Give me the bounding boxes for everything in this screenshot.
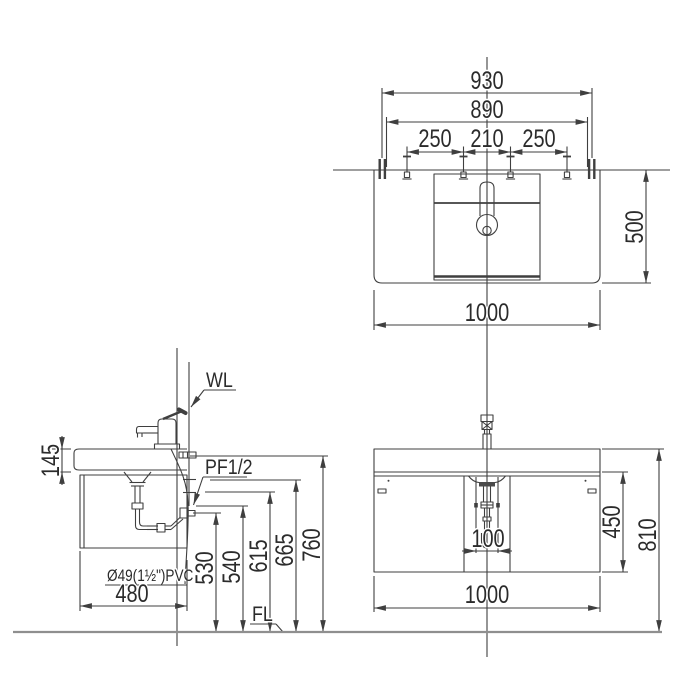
right-door-handle [587, 488, 597, 494]
wall-anchor-bolt [178, 451, 197, 494]
side-view: WL [36, 348, 328, 646]
floor-line-callout: FL [250, 601, 284, 633]
dim-250-right-label: 250 [522, 125, 555, 153]
front-view: 100 450 810 1000 FL [13, 414, 664, 634]
dim-145: 145 [36, 436, 71, 485]
faucet-side [135, 407, 188, 450]
dim-1000-top: 1000 [373, 290, 601, 330]
dim-530-label: 530 [191, 551, 219, 584]
dim-250-left-label: 250 [418, 125, 451, 153]
dim-760: 760 [190, 455, 328, 632]
dim-665: 665 [210, 479, 301, 632]
supply-label: PF1/2 [205, 456, 253, 480]
dim-450-label: 450 [598, 505, 626, 538]
dim-480-label: 480 [115, 580, 148, 608]
dim-930: 930 [381, 66, 593, 158]
bolt-icon [505, 155, 516, 180]
dim-890: 890 [385, 95, 589, 167]
drain-assembly-front [468, 475, 506, 553]
dim-530: 530 [190, 512, 221, 632]
dim-540: 540 [196, 505, 248, 632]
mounting-bolts [402, 155, 572, 180]
dim-615: 615 [205, 491, 275, 632]
dim-100: 100 [462, 524, 512, 554]
dim-1000-top-label: 1000 [465, 299, 509, 327]
dim-bolt-spacing: 250 210 250 [406, 124, 568, 157]
drain-flange [479, 482, 495, 487]
cabinet-side [79, 474, 188, 549]
dim-665-label: 665 [271, 533, 299, 566]
faucet-plan-aerator [482, 225, 492, 236]
counter-slab-side [73, 448, 187, 471]
dim-100-label: 100 [471, 525, 504, 553]
dim-500: 500 [602, 170, 651, 284]
dim-810: 810 [602, 448, 664, 632]
countertop-outline [373, 170, 601, 284]
basin-outline [433, 173, 541, 281]
dim-540-label: 540 [218, 550, 246, 583]
top-view: 930 890 250 210 250 500 1000 [333, 66, 670, 330]
drain-pipe-callout: Ø49(1½")PVC [105, 565, 195, 587]
bolt-icon [562, 155, 572, 180]
supply-callout: PF1/2 [192, 454, 254, 506]
wall-bracket-ticks [378, 159, 596, 179]
dim-615-label: 615 [245, 539, 273, 572]
dim-1000-front-label: 1000 [465, 581, 509, 609]
faucet-plan-body [479, 181, 495, 216]
dim-890-label: 890 [470, 96, 503, 124]
dim-760-label: 760 [298, 528, 326, 561]
floor-line-label: FL [252, 603, 273, 627]
dim-500-label: 500 [621, 210, 649, 243]
bolt-icon [402, 155, 412, 180]
supply-hose-curve [170, 448, 189, 585]
drain-pipe-label: Ø49(1½")PVC [107, 567, 193, 586]
bottle-trap [123, 471, 196, 533]
dim-450: 450 [597, 471, 628, 573]
faucet-plan-spout [475, 213, 499, 237]
bolt-icon [458, 155, 469, 180]
door-handles [377, 479, 597, 494]
left-door-handle [377, 488, 387, 494]
cabinet-front [373, 448, 601, 573]
dim-480: 480 [79, 551, 188, 611]
dim-210-label: 210 [470, 125, 503, 153]
wall-line-label: WL [206, 369, 233, 393]
dim-1000-front: 1000 [373, 576, 601, 612]
dim-145-label: 145 [37, 444, 65, 477]
dim-810-label: 810 [634, 518, 662, 551]
faucet-lever [162, 410, 182, 421]
dim-930-label: 930 [470, 67, 503, 95]
wall-line-callout: WL [190, 367, 236, 408]
